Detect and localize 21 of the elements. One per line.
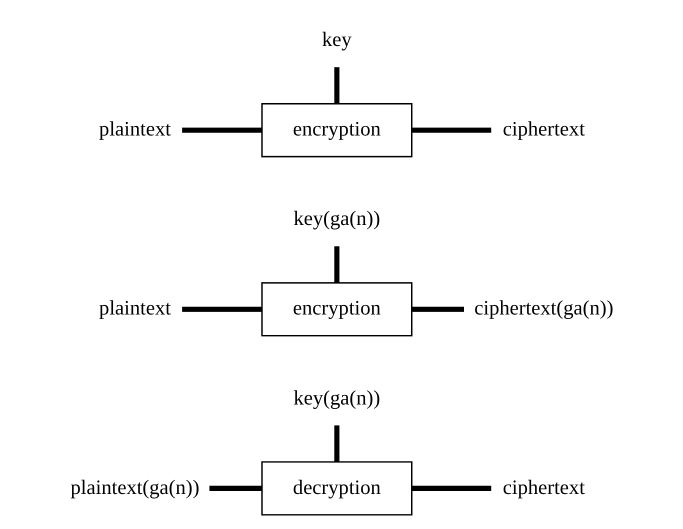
node-text: key(ga(n)) (293, 387, 380, 410)
node-text: ciphertext(ga(n)) (474, 298, 613, 320)
node-text: key(ga(n)) (293, 208, 380, 230)
node-text: ciphertext (502, 476, 584, 499)
connector (334, 425, 339, 462)
connector (182, 128, 262, 133)
node-text: plaintext (98, 118, 170, 141)
node-text: key (322, 29, 352, 52)
connector (412, 486, 491, 491)
connector (412, 306, 464, 312)
node-text: plaintext(ga(n)) (70, 476, 199, 499)
node-box: encryption (260, 103, 412, 158)
node-text: ciphertext (502, 118, 584, 141)
node-box: encryption (260, 282, 412, 336)
node-box: decryption (260, 461, 412, 516)
connector (334, 246, 339, 283)
connector (208, 486, 262, 491)
connector (334, 67, 339, 104)
node-text: plaintext (98, 298, 170, 320)
connector (182, 306, 262, 312)
connector (412, 128, 491, 133)
